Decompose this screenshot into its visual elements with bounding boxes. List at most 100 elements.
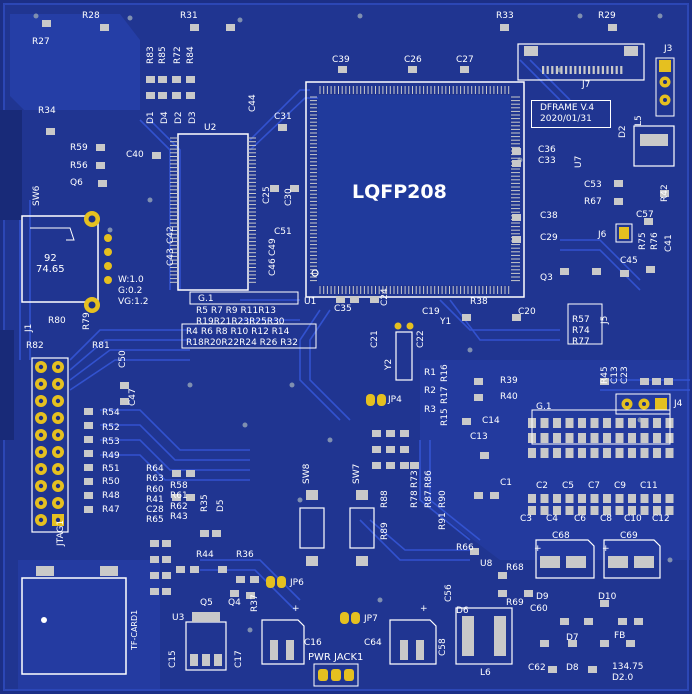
ref-j4: J4	[674, 399, 683, 409]
main-chip-marking: LQFP208	[352, 181, 447, 203]
ref-q5: Q5	[200, 598, 213, 608]
ref-c8: C8	[600, 514, 613, 524]
ref-j6: J6	[598, 230, 607, 240]
ref-c68: C68	[552, 531, 570, 541]
tact-switches	[299, 507, 375, 549]
jack-dim-92: 92	[44, 253, 57, 264]
ref-sw7: SW7	[352, 463, 362, 484]
ref-r74: R74	[572, 326, 590, 336]
ref-r54: R54	[102, 408, 120, 418]
solder-jumpers	[266, 394, 386, 624]
ref-r33: R33	[496, 11, 514, 21]
ref-l6: L6	[480, 668, 491, 678]
ref-r87: R87	[424, 490, 434, 508]
ref-r63: R63	[146, 474, 164, 484]
ref-c62: C62	[528, 663, 546, 673]
j6-jumper	[615, 223, 633, 243]
ref-r75: R75	[638, 232, 648, 250]
ref-c60: C60	[530, 604, 548, 614]
jtag-header	[31, 357, 69, 533]
ref-j7: J7	[582, 80, 591, 90]
ref-row-r4: R4 R6 R8 R10 R12 R14	[186, 327, 290, 337]
ref-d10: D10	[598, 592, 617, 602]
ref-r69: R69	[506, 598, 524, 608]
ref-r80: R80	[48, 316, 66, 326]
ref-pwr-jack1: PWR JACK1	[308, 652, 364, 663]
ref-c25: C25	[262, 186, 272, 204]
ref-r27: R27	[32, 37, 50, 47]
copper-pour-bottom-left	[18, 560, 160, 690]
ref-c49: C49	[268, 238, 278, 256]
ref-r82: R82	[26, 341, 44, 351]
ref-r29: R29	[598, 11, 616, 21]
smd-components	[42, 20, 673, 673]
ref-r66: R66	[456, 543, 474, 553]
ref-u3: U3	[172, 613, 185, 623]
polarity-plus-c64: +	[420, 604, 428, 614]
tf-card-slot	[21, 566, 127, 675]
ref-d8: D8	[566, 663, 579, 673]
ref-c13-top: C13	[610, 366, 620, 384]
ref-jp6: JP6	[290, 578, 304, 588]
j3-header	[655, 57, 675, 117]
polarity-plus-c16: +	[292, 604, 300, 614]
ref-j5: J5	[600, 315, 610, 324]
j4-header	[615, 393, 671, 415]
note-g: G:0.2	[118, 286, 143, 296]
ref-r62: R62	[170, 502, 188, 512]
ref-c35: C35	[334, 304, 352, 314]
ref-u2: U2	[204, 123, 217, 133]
u3-regulator	[185, 612, 227, 671]
ref-c51: C51	[274, 227, 292, 237]
ref-sw8: SW8	[302, 463, 312, 484]
ref-c27: C27	[456, 55, 474, 65]
ref-r36: R36	[236, 550, 254, 560]
ref-r68: R68	[506, 563, 524, 573]
ref-c19: C19	[422, 307, 440, 317]
ref-r49: R49	[102, 451, 120, 461]
ref-c40: C40	[126, 150, 144, 160]
ref-c11: C11	[640, 481, 658, 491]
ref-r1: R1	[424, 368, 436, 378]
ref-c9: C9	[614, 481, 627, 491]
ref-r37: R37	[250, 594, 260, 612]
ref-fb: FB	[614, 631, 626, 641]
ref-r85: R85	[158, 46, 168, 64]
dim-d20: D2.0	[612, 673, 634, 683]
ref-c42: C42	[166, 226, 176, 244]
ref-y2: Y2	[384, 358, 394, 370]
board-title-line2: 2020/01/31	[540, 114, 592, 124]
ref-c58: C58	[438, 638, 448, 656]
ref-j3: J3	[664, 44, 673, 54]
group-g1-left: G.1	[198, 294, 214, 304]
ref-c38: C38	[540, 211, 558, 221]
ref-r90: R90	[438, 490, 448, 508]
ref-r64: R64	[146, 464, 164, 474]
board-title-box	[531, 100, 611, 128]
ref-r86: R86	[424, 470, 434, 488]
ref-c13: C13	[470, 432, 488, 442]
ref-r42: R42	[660, 184, 670, 202]
ref-r35: R35	[200, 494, 210, 512]
ref-d4: D4	[160, 111, 170, 124]
ref-c20: C20	[518, 307, 536, 317]
board-title-line1: DFRAME V.4	[540, 103, 595, 113]
ref-r58: R58	[170, 481, 188, 491]
dim-13475: 134.75	[612, 662, 644, 672]
ref-c26: C26	[404, 55, 422, 65]
ref-c2: C2	[536, 481, 549, 491]
ref-c45: C45	[620, 256, 638, 266]
ref-r89: R89	[380, 522, 390, 540]
ref-r28: R28	[82, 11, 100, 21]
ref-r17: R17	[440, 386, 450, 404]
ref-r73: R73	[410, 470, 420, 488]
ref-r91: R91	[438, 512, 448, 530]
ref-c64: C64	[364, 638, 382, 648]
ref-r56: R56	[70, 161, 88, 171]
copper-pour-top-left	[10, 14, 140, 110]
polarity-plus-c69: +	[602, 544, 610, 554]
ref-r61: R61	[170, 491, 188, 501]
ref-d6: D6	[456, 606, 469, 616]
ref-r41: R41	[146, 495, 164, 505]
